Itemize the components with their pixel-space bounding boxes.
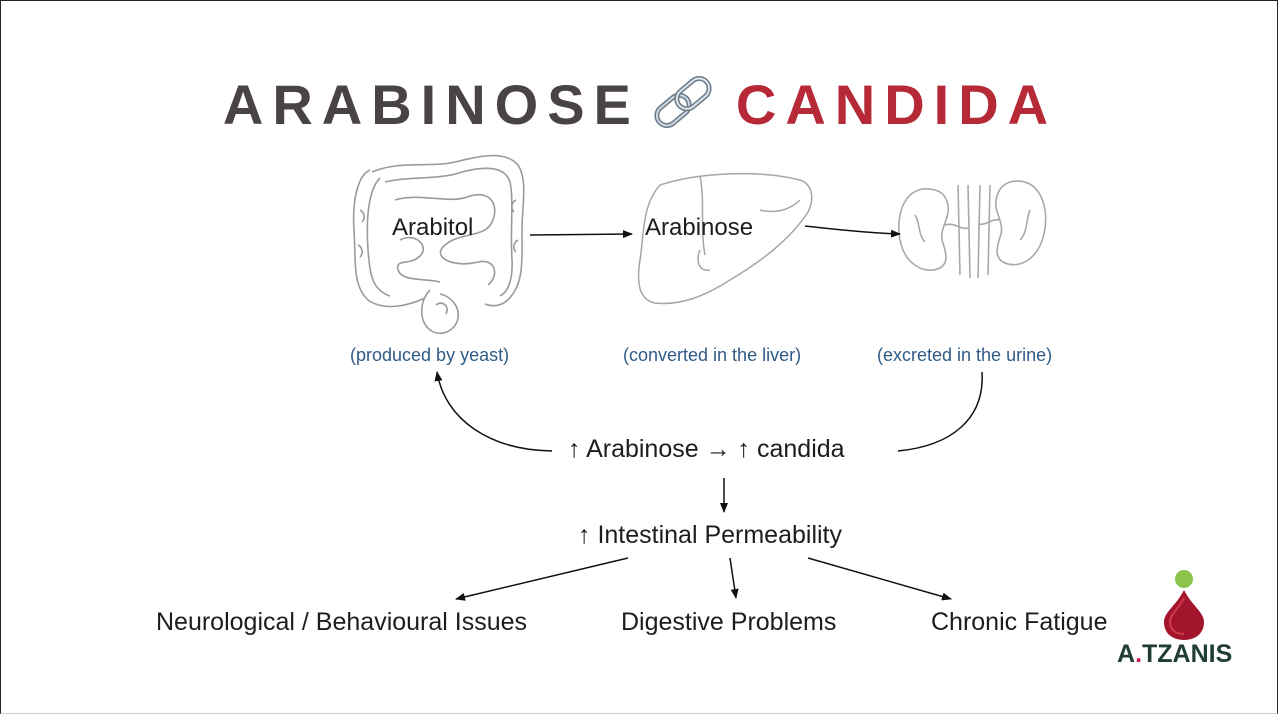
title-candida: CANDIDA: [735, 73, 1058, 136]
outcome-fatigue: Chronic Fatigue: [931, 608, 1108, 636]
arabinose-label: Arabinose: [645, 214, 754, 241]
chain-link-icon: [654, 76, 712, 128]
caption-yeast: (produced by yeast): [350, 345, 510, 365]
caption-liver: (converted in the liver): [623, 345, 802, 365]
cycle-text: ↑ Arabinose → ↑ candida: [568, 435, 845, 463]
outcome-digestive: Digestive Problems: [621, 608, 837, 636]
page-title: ARABINOSE CANDIDA: [0, 70, 1280, 140]
kidneys-icon: [898, 180, 1047, 279]
arabitol-label: Arabitol: [392, 214, 474, 241]
permeability-text: ↑ Intestinal Permeability: [578, 521, 843, 549]
logo-dot: .: [1135, 640, 1143, 668]
caption-urine: (excreted in the urine): [877, 345, 1053, 365]
intestine-icon: [352, 154, 525, 334]
drop-logo-icon: [1164, 570, 1204, 640]
outcome-neurological: Neurological / Behavioural Issues: [156, 608, 528, 636]
logo-suffix: TZANIS: [1142, 640, 1233, 668]
logo-prefix: A: [1117, 640, 1136, 668]
logo-text: A.TZANIS: [1117, 640, 1232, 668]
liver-icon: [637, 172, 813, 305]
title-arabinose: ARABINOSE: [222, 73, 640, 136]
